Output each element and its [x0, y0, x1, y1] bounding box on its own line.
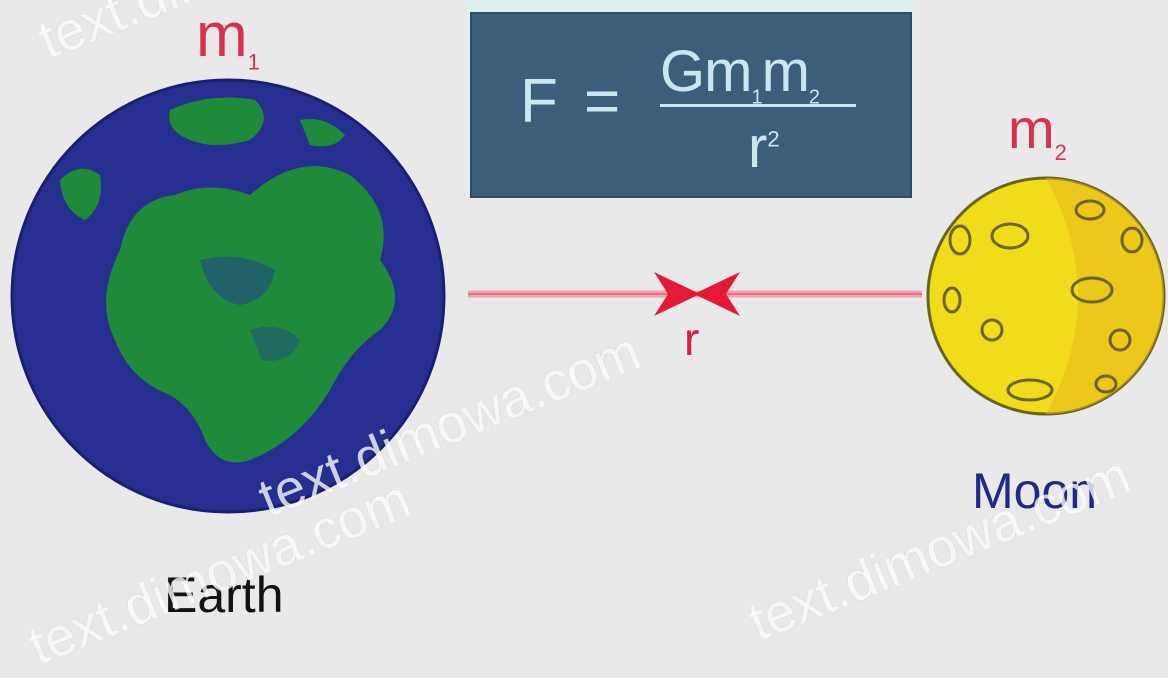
earth-mass-symbol: m [196, 1, 248, 70]
moon-icon [926, 176, 1166, 416]
distance-label: r [684, 313, 700, 365]
moon-label: Moon [972, 463, 1098, 519]
formula-mass-2-subscript: 2 [808, 86, 820, 109]
earth-label: Earth [164, 567, 284, 623]
formula-mass-1: m [704, 39, 752, 104]
formula-distance-exponent: 2 [767, 126, 780, 152]
formula-fraction-bar [660, 104, 856, 107]
moon-mass-label: m2 [1008, 96, 1067, 166]
earth-mass-label: m1 [196, 0, 260, 75]
formula-distance: r [748, 115, 768, 180]
earth-mass-subscript: 1 [247, 49, 260, 75]
earth-globe-icon [10, 78, 446, 514]
formula-mass-1-subscript: 1 [751, 86, 762, 109]
formula-mass-2: m [761, 39, 810, 104]
formula-numerator: Gm1m2 [660, 38, 820, 110]
moon-mass-symbol: m [1008, 97, 1055, 160]
formula-equals-sign: = [584, 67, 621, 136]
formula-force-symbol: F [520, 67, 558, 136]
force-arrow-right-icon [654, 272, 700, 316]
force-arrow-left-icon [694, 272, 740, 316]
formula-denominator: r2 [748, 114, 780, 181]
formula-gravitational-constant: G [660, 39, 705, 104]
moon-mass-subscript: 2 [1054, 140, 1067, 166]
